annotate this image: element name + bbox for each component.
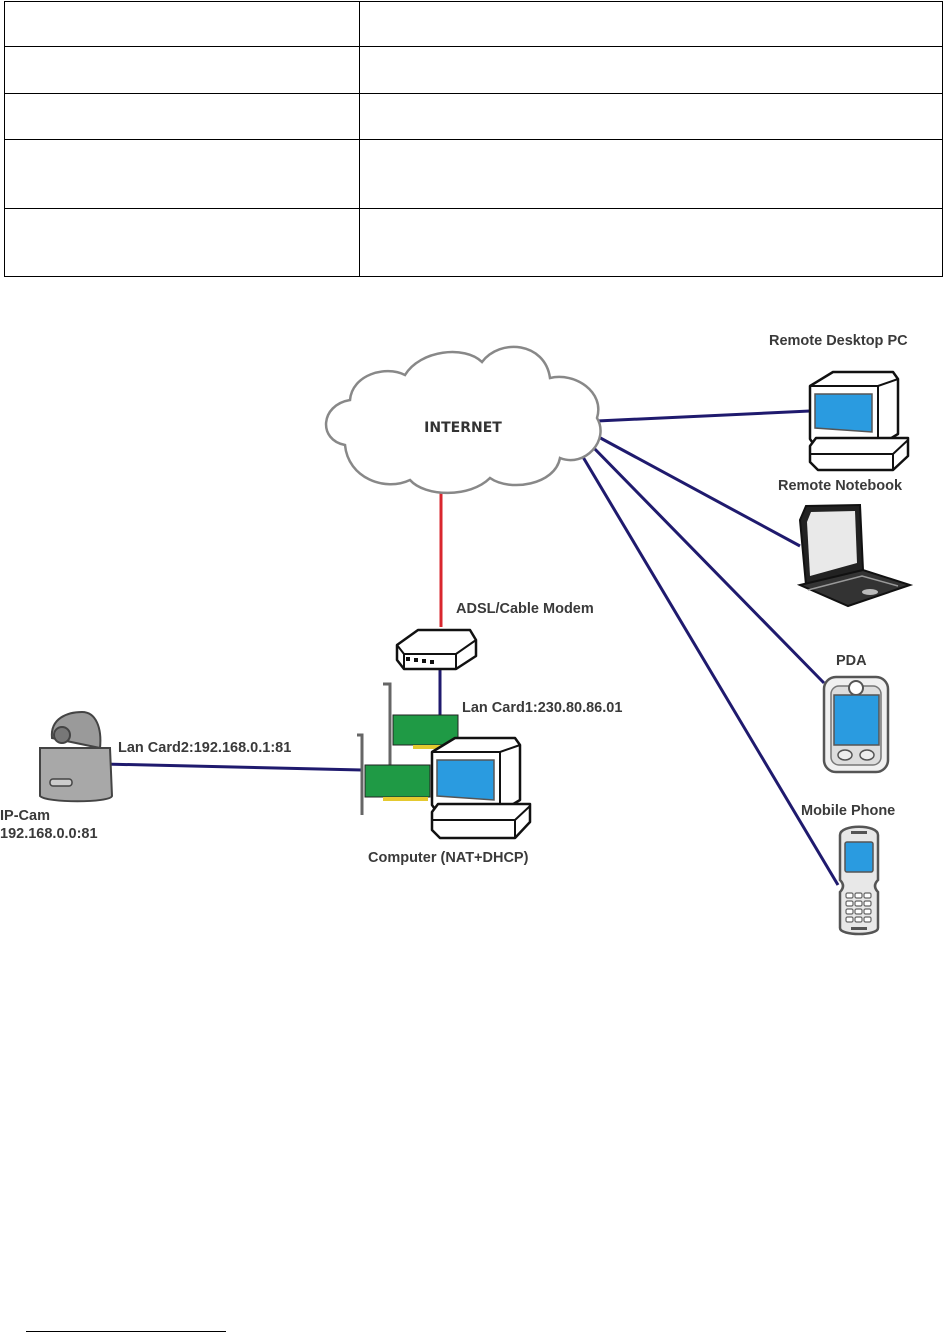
lan-card1-label: Lan Card1:230.80.86.01 (462, 700, 622, 716)
internet-cloud: INTERNET (324, 345, 602, 495)
ipcam-label: IP-Cam (0, 808, 50, 824)
modem: ADSL/Cable Modem (395, 601, 594, 671)
remote-desktop-label: Remote Desktop PC (769, 333, 908, 349)
mobile-phone-label: Mobile Phone (801, 803, 895, 819)
table-cell (4, 46, 360, 94)
remote-notebook-label: Remote Notebook (778, 478, 903, 494)
table-cell (4, 208, 360, 277)
table-cell (359, 93, 943, 140)
connections (102, 409, 840, 886)
modem-label: ADSL/Cable Modem (456, 601, 594, 617)
link-mobile-phone (578, 451, 840, 886)
ip-cam: IP-Cam 192.168.0.0:81 (0, 710, 114, 842)
lan-card2-icon (357, 733, 431, 815)
link-remote-notebook (592, 432, 801, 548)
pda-icon (822, 675, 890, 774)
pda-label: PDA (836, 653, 867, 669)
lan-card1-icon (383, 682, 459, 765)
cloud-label: INTERNET (424, 420, 502, 436)
link-remote-desktop (596, 409, 811, 423)
ipcam-to-lancard2-link (102, 762, 363, 772)
ipcam-address-label: 192.168.0.0:81 (0, 826, 98, 842)
table-cell (359, 208, 943, 277)
link-pda (586, 440, 826, 685)
lan-card2-label: Lan Card2:192.168.0.1:81 (118, 740, 291, 756)
table-cell (359, 139, 943, 209)
table-row (4, 208, 943, 277)
footnote-separator (26, 1331, 226, 1332)
spec-table (4, 1, 943, 277)
notebook-icon (796, 503, 914, 608)
cloud-icon (324, 345, 602, 495)
desktop-pc-icon (808, 370, 910, 472)
remote-notebook: Remote Notebook (778, 478, 914, 608)
mobile-phone: Mobile Phone (801, 803, 895, 936)
table-row (4, 139, 943, 209)
table-row (4, 93, 943, 140)
pda: PDA (822, 653, 890, 774)
table-cell (4, 139, 360, 209)
remote-desktop-pc: Remote Desktop PC (769, 333, 910, 472)
ip-camera-icon (39, 710, 114, 803)
computer-label: Computer (NAT+DHCP) (368, 850, 529, 866)
mobile-phone-icon (838, 825, 880, 936)
computer-icon (430, 736, 532, 840)
computer-nat-dhcp: Lan Card1:230.80.86.01 Lan Card2:192.168… (118, 682, 622, 866)
